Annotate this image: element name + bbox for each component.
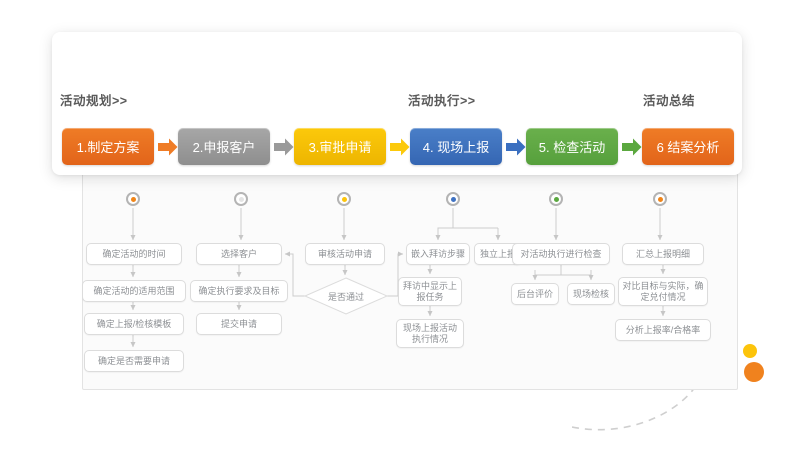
timeline-dot-1-core xyxy=(130,196,136,202)
timeline-dot-3-core xyxy=(341,196,347,202)
process-step-6[interactable]: 6 结案分析 xyxy=(642,128,734,165)
timeline-dot-6[interactable] xyxy=(653,192,667,206)
flow-node-n13: 现场上报活动执行情况 xyxy=(396,319,464,348)
process-step-3[interactable]: 3.审批申请 xyxy=(294,128,386,165)
process-step-5[interactable]: 5. 检查活动 xyxy=(526,128,618,165)
phase-label-1: 活动规划>> xyxy=(60,94,128,108)
timeline-dot-6-core xyxy=(657,196,663,202)
process-step-4[interactable]: 4. 现场上报 xyxy=(410,128,502,165)
step-arrow-icon-1 xyxy=(158,138,178,156)
timeline-dot-1[interactable] xyxy=(126,192,140,206)
flow-node-n8: 审核活动申请 xyxy=(305,243,385,265)
flow-node-n15: 后台评价 xyxy=(511,283,559,305)
timeline-dot-5[interactable] xyxy=(549,192,563,206)
flow-node-n19: 分析上报率/合格率 xyxy=(615,319,711,341)
decision-node-approved: 是否通过 xyxy=(305,278,387,314)
flow-node-n16: 现场检核 xyxy=(567,283,615,305)
flow-node-n17: 汇总上报明细 xyxy=(622,243,704,265)
flow-node-n7: 提交申请 xyxy=(196,313,282,335)
timeline-dot-4[interactable] xyxy=(446,192,460,206)
decorative-dot-large xyxy=(744,362,764,382)
flow-node-n3: 确定上报/检核模板 xyxy=(84,313,184,335)
decision-label: 是否通过 xyxy=(327,291,364,302)
flow-node-n1: 确定活动的时间 xyxy=(86,243,182,265)
flow-node-n2: 确定活动的适用范围 xyxy=(82,280,186,302)
phase-label-3: 活动总结 xyxy=(643,94,696,108)
flow-node-n18: 对比目标与实际，确定兑付情况 xyxy=(618,277,708,306)
timeline-dot-3[interactable] xyxy=(337,192,351,206)
flow-node-n6: 确定执行要求及目标 xyxy=(190,280,288,302)
timeline-dot-4-core xyxy=(450,196,456,202)
flow-node-n4: 确定是否需要申请 xyxy=(84,350,184,372)
phase-label-2: 活动执行>> xyxy=(408,94,476,108)
flow-node-n10: 嵌入拜访步骤 xyxy=(406,243,470,265)
flow-diagram-panel xyxy=(82,140,738,390)
step-arrow-icon-5 xyxy=(622,138,642,156)
process-overview-card: 活动规划>> 活动执行>> 活动总结 1.制定方案 2.申报客户 3.审批申请 4. 现场… xyxy=(52,32,742,175)
timeline-dot-2[interactable] xyxy=(234,192,248,206)
flow-node-n5: 选择客户 xyxy=(196,243,282,265)
flow-node-n12: 拜访中显示上报任务 xyxy=(398,277,462,306)
flow-node-n14: 对活动执行进行检查 xyxy=(512,243,610,265)
process-step-2[interactable]: 2.申报客户 xyxy=(178,128,270,165)
step-arrow-icon-4 xyxy=(506,138,526,156)
timeline-dot-5-core xyxy=(553,196,559,202)
step-arrow-icon-2 xyxy=(274,138,294,156)
process-step-1[interactable]: 1.制定方案 xyxy=(62,128,154,165)
timeline-dot-2-core xyxy=(238,196,244,202)
decorative-dot-small xyxy=(743,344,757,358)
step-arrow-icon-3 xyxy=(390,138,410,156)
